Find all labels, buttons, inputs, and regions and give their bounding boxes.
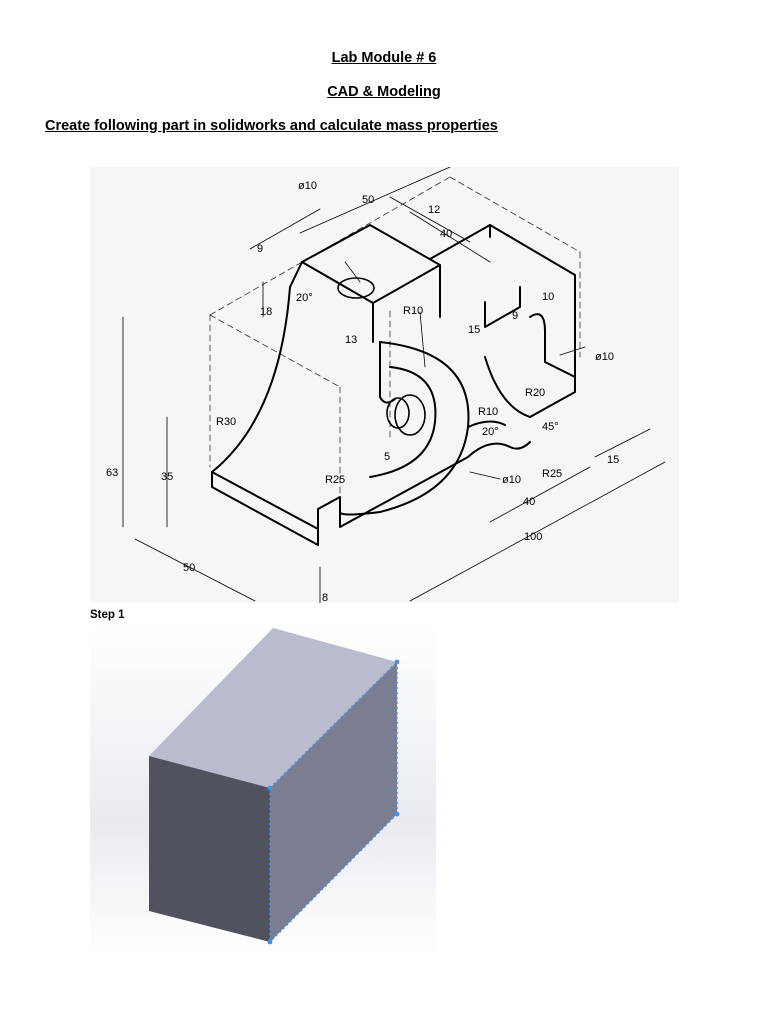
- hidden-line: [209, 314, 341, 388]
- dim-45deg: 45°: [542, 421, 559, 433]
- edge-vertex: [394, 811, 400, 817]
- edge-vertex: [267, 939, 273, 945]
- dim-50-bottom: 50: [183, 562, 195, 574]
- dim-r25-left: R25: [325, 474, 345, 486]
- box-right-face: [270, 662, 397, 942]
- dim-20deg: 20°: [296, 292, 313, 304]
- base-front-edge: [211, 471, 319, 546]
- r25-sweep-inner: [369, 366, 437, 478]
- dim-hole-boss: ø10: [502, 474, 521, 486]
- selected-edge: [269, 813, 398, 943]
- hidden-line: [449, 176, 581, 253]
- dim-12: 12: [428, 204, 440, 216]
- dim-r25-right: R25: [542, 468, 562, 480]
- leader-line: [419, 311, 426, 368]
- dim-hole-right: ø10: [595, 351, 614, 363]
- dim-10-slot: 10: [542, 291, 554, 303]
- dim-5: 5: [384, 451, 390, 463]
- rear-block-top: [429, 224, 576, 368]
- top-block-left-edge: [289, 261, 303, 288]
- boss-inner: [386, 397, 410, 429]
- instruction-text: Create following part in solidworks and …: [45, 118, 498, 134]
- dim-40-top: 40: [440, 228, 452, 240]
- boss-support: [379, 341, 396, 404]
- dim-13: 13: [345, 334, 357, 346]
- dim-50-top: 50: [362, 194, 374, 206]
- dim-40-bottom: 40: [523, 496, 535, 508]
- dim-line: [299, 167, 451, 234]
- dim-20deg-bottom: 20°: [482, 426, 499, 438]
- box-top-face: [149, 628, 397, 788]
- dim-35: 35: [161, 471, 173, 483]
- hidden-line: [209, 176, 451, 316]
- leader-line: [344, 261, 361, 283]
- base-top-front-edge: [211, 471, 319, 530]
- leader-line: [559, 346, 586, 356]
- dim-line: [134, 538, 256, 602]
- dim-9-left: 9: [257, 243, 263, 255]
- dim-line: [409, 211, 491, 263]
- cad-viewport: [90, 624, 436, 954]
- dim-8: 8: [322, 592, 328, 603]
- dim-9-slot: 9: [512, 310, 518, 322]
- dim-18: 18: [260, 306, 272, 318]
- dim-100: 100: [524, 531, 542, 543]
- slot-edge: [484, 286, 521, 328]
- dim-line: [594, 428, 651, 458]
- bottom-right-edge: [339, 441, 531, 528]
- r10-fillet: [467, 420, 506, 428]
- r30-curve: [211, 286, 291, 473]
- dim-r30: R30: [216, 416, 236, 428]
- lab-module-title: Lab Module # 6: [331, 50, 437, 66]
- dim-63: 63: [106, 467, 118, 479]
- r20-step: [484, 356, 576, 418]
- dim-line: [389, 196, 471, 243]
- slot-curve: [529, 313, 576, 378]
- dim-15-right: 15: [607, 454, 619, 466]
- dim-line: [489, 466, 591, 523]
- edge-vertex: [267, 785, 273, 791]
- top-hole: [337, 277, 375, 299]
- box-front-face: [149, 756, 270, 942]
- dim-hole-top: ø10: [298, 180, 317, 192]
- dim-15: 15: [468, 324, 480, 336]
- leader-line: [469, 471, 501, 480]
- isometric-engineering-drawing: ø10 50 12 40 9 18 20° R10 15 9 10 13 ø10…: [90, 167, 679, 603]
- base-notch: [317, 496, 341, 530]
- dim-line: [249, 208, 321, 250]
- boss-outer: [394, 394, 426, 436]
- edge-vertex: [394, 659, 400, 665]
- lab-subtitle: CAD & Modeling: [327, 84, 441, 100]
- dim-r20: R20: [525, 387, 545, 399]
- dim-line: [409, 461, 666, 602]
- step-label: Step 1: [90, 609, 125, 621]
- dim-r10-bottom: R10: [478, 406, 498, 418]
- dim-r10-top: R10: [403, 305, 423, 317]
- top-block-face: [301, 224, 441, 304]
- r25-sweep-outer: [339, 341, 470, 516]
